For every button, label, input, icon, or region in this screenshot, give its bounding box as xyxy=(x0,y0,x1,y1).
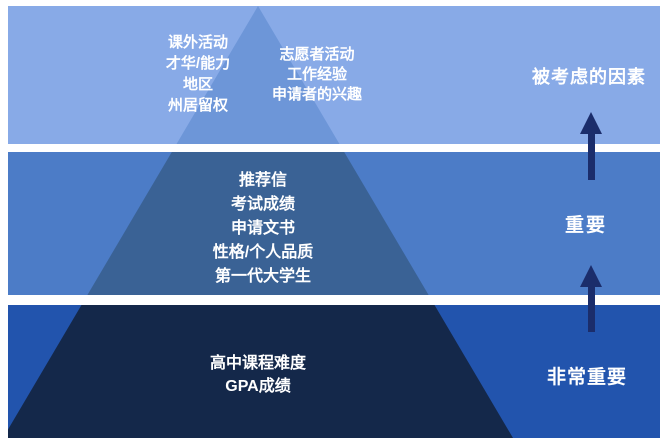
arrow-head xyxy=(580,265,602,287)
factor-item: 课外活动 xyxy=(167,34,228,51)
factor-item: 高中课程难度 xyxy=(209,355,306,372)
factor-item: 第一代大学生 xyxy=(214,268,311,285)
arrow-up-icon xyxy=(580,265,602,332)
very-important-factors-list: 高中课程难度 GPA成绩 xyxy=(173,352,343,398)
factor-item: 申请者的兴趣 xyxy=(271,86,362,103)
arrow-up-icon xyxy=(580,112,602,180)
considered-level-label: 被考虑的因素 xyxy=(532,67,646,87)
considered-factors-left-list: 课外活动 才华/能力 地区 州居留权 xyxy=(113,32,283,116)
considered-factors-right-list: 志愿者活动 工作经验 申请者的兴趣 xyxy=(232,45,402,105)
factor-item: 州居留权 xyxy=(167,97,228,114)
factor-item: 性格/个人品质 xyxy=(212,244,314,261)
factor-item: 志愿者活动 xyxy=(279,46,355,63)
arrow-shaft xyxy=(587,287,595,332)
factor-item: 才华/能力 xyxy=(165,55,231,72)
factor-item: 申请文书 xyxy=(230,220,295,237)
important-level-label: 重要 xyxy=(564,215,607,236)
pyramid-bottom-section xyxy=(8,305,526,438)
arrow-shaft xyxy=(587,134,595,180)
band-considered xyxy=(8,6,660,144)
arrow-head xyxy=(580,112,602,134)
factor-item: GPA成绩 xyxy=(225,378,291,395)
factor-item: 工作经验 xyxy=(286,66,347,83)
factor-item: 推荐信 xyxy=(238,172,287,189)
band-important xyxy=(8,152,660,295)
important-factors-list: 推荐信 考试成绩 申请文书 性格/个人品质 第一代大学生 xyxy=(178,169,348,289)
very-important-level-label: 非常重要 xyxy=(546,367,627,388)
band-very-important xyxy=(8,305,660,438)
factor-item: 考试成绩 xyxy=(230,196,295,213)
factor-item: 地区 xyxy=(182,76,213,93)
